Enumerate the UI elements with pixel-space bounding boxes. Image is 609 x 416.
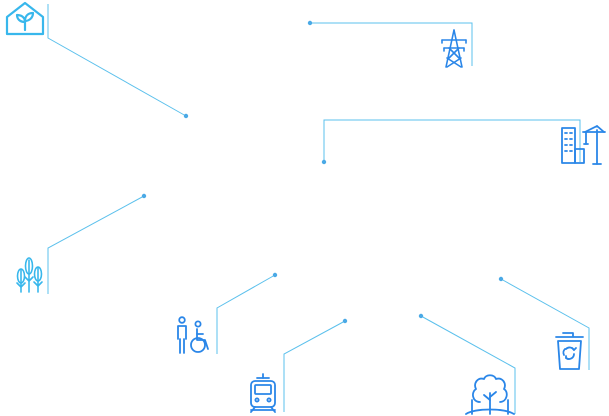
node-dot-park (418, 313, 424, 319)
node-dot-greenhouse (183, 113, 189, 119)
node-dot-power-pylon (307, 20, 313, 26)
power-pylon-icon (441, 29, 467, 68)
connector-accessibility (216, 274, 276, 354)
accessibility-icon (177, 316, 209, 354)
greenhouse-icon (5, 1, 45, 36)
wheat-icon (16, 257, 43, 293)
connector-park (420, 315, 516, 414)
building-crane-icon (561, 125, 606, 165)
connector-building-crane (323, 119, 581, 162)
node-dot-wheat (141, 193, 147, 199)
train-icon (250, 373, 276, 413)
node-dot-train (342, 318, 348, 324)
recycle-bin-icon (555, 332, 584, 370)
connector-recycle-bin (500, 278, 590, 370)
node-dot-recycle-bin (498, 276, 504, 282)
connector-wheat (47, 195, 145, 294)
node-dot-accessibility (272, 272, 278, 278)
node-dot-building-crane (321, 159, 327, 165)
connector-power-pylon (310, 22, 473, 66)
park-trees-icon (465, 374, 515, 415)
connector-greenhouse (47, 4, 187, 117)
connector-train (283, 320, 346, 412)
